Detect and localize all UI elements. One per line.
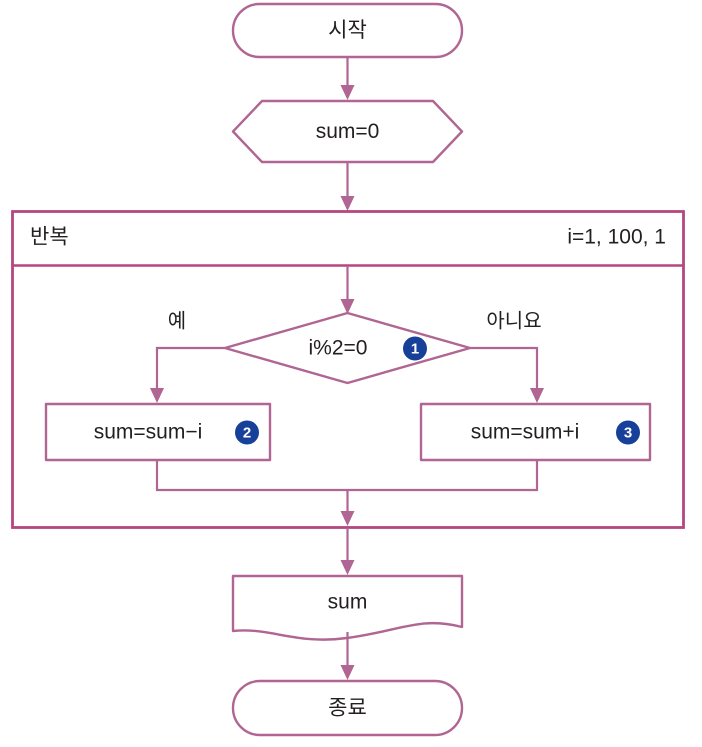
process-left-marker-number: 2 bbox=[243, 425, 251, 442]
connector-merge-branches bbox=[155, 460, 539, 526]
arrow-down-icon bbox=[150, 388, 164, 403]
connector-output-to-end bbox=[340, 632, 355, 680]
arrow-down-icon bbox=[340, 560, 355, 575]
connector-loop-to-decision bbox=[340, 266, 355, 314]
connector-start-to-init bbox=[340, 57, 355, 100]
decision-diamond-shape bbox=[223, 311, 472, 385]
node-output: sum bbox=[231, 574, 464, 641]
connector-loop-to-output bbox=[340, 528, 355, 575]
arrow-down-icon bbox=[340, 665, 355, 680]
decision-marker-number: 1 bbox=[411, 341, 419, 358]
decision-label: i%2=0 bbox=[309, 337, 368, 360]
arrow-down-icon bbox=[530, 388, 544, 403]
process-left-marker-circle-icon bbox=[235, 420, 259, 445]
arrow-down-icon bbox=[340, 196, 355, 211]
node-init: sum=0 bbox=[231, 99, 464, 164]
connector-yes-branch bbox=[150, 346, 225, 403]
start-label: 시작 bbox=[328, 19, 367, 42]
process-right-marker-circle-icon bbox=[616, 420, 640, 445]
init-hexagon-shape bbox=[231, 99, 464, 164]
arrow-down-icon bbox=[340, 299, 355, 314]
arrow-down-icon bbox=[340, 511, 355, 526]
node-decision: i%2=0 1 bbox=[223, 311, 472, 385]
connector-init-to-loop bbox=[340, 162, 355, 211]
process-left-shape bbox=[44, 402, 272, 462]
decision-marker-circle-icon bbox=[403, 336, 427, 361]
end-label: 종료 bbox=[328, 697, 367, 720]
process-right-marker-number: 3 bbox=[624, 425, 632, 442]
node-process-right: sum=sum+i 3 bbox=[419, 402, 652, 462]
arrow-down-icon bbox=[340, 85, 355, 100]
connector-no-branch bbox=[470, 346, 544, 403]
end-terminator-shape bbox=[231, 679, 464, 737]
process-left-label: sum=sum−i bbox=[94, 421, 203, 444]
branch-yes-label: 예 bbox=[168, 309, 186, 332]
node-start: 시작 bbox=[231, 2, 464, 59]
node-end: 종료 bbox=[231, 679, 464, 737]
output-label: sum bbox=[328, 591, 368, 614]
process-right-label: sum=sum+i bbox=[471, 421, 580, 444]
process-right-shape bbox=[419, 402, 652, 462]
branch-no-label: 아니요 bbox=[486, 309, 541, 332]
init-label: sum=0 bbox=[316, 120, 380, 143]
loop-header-right-label: i=1, 100, 1 bbox=[567, 226, 666, 249]
node-process-left: sum=sum−i 2 bbox=[44, 402, 272, 462]
loop-header-left-label: 반복 bbox=[30, 226, 69, 249]
